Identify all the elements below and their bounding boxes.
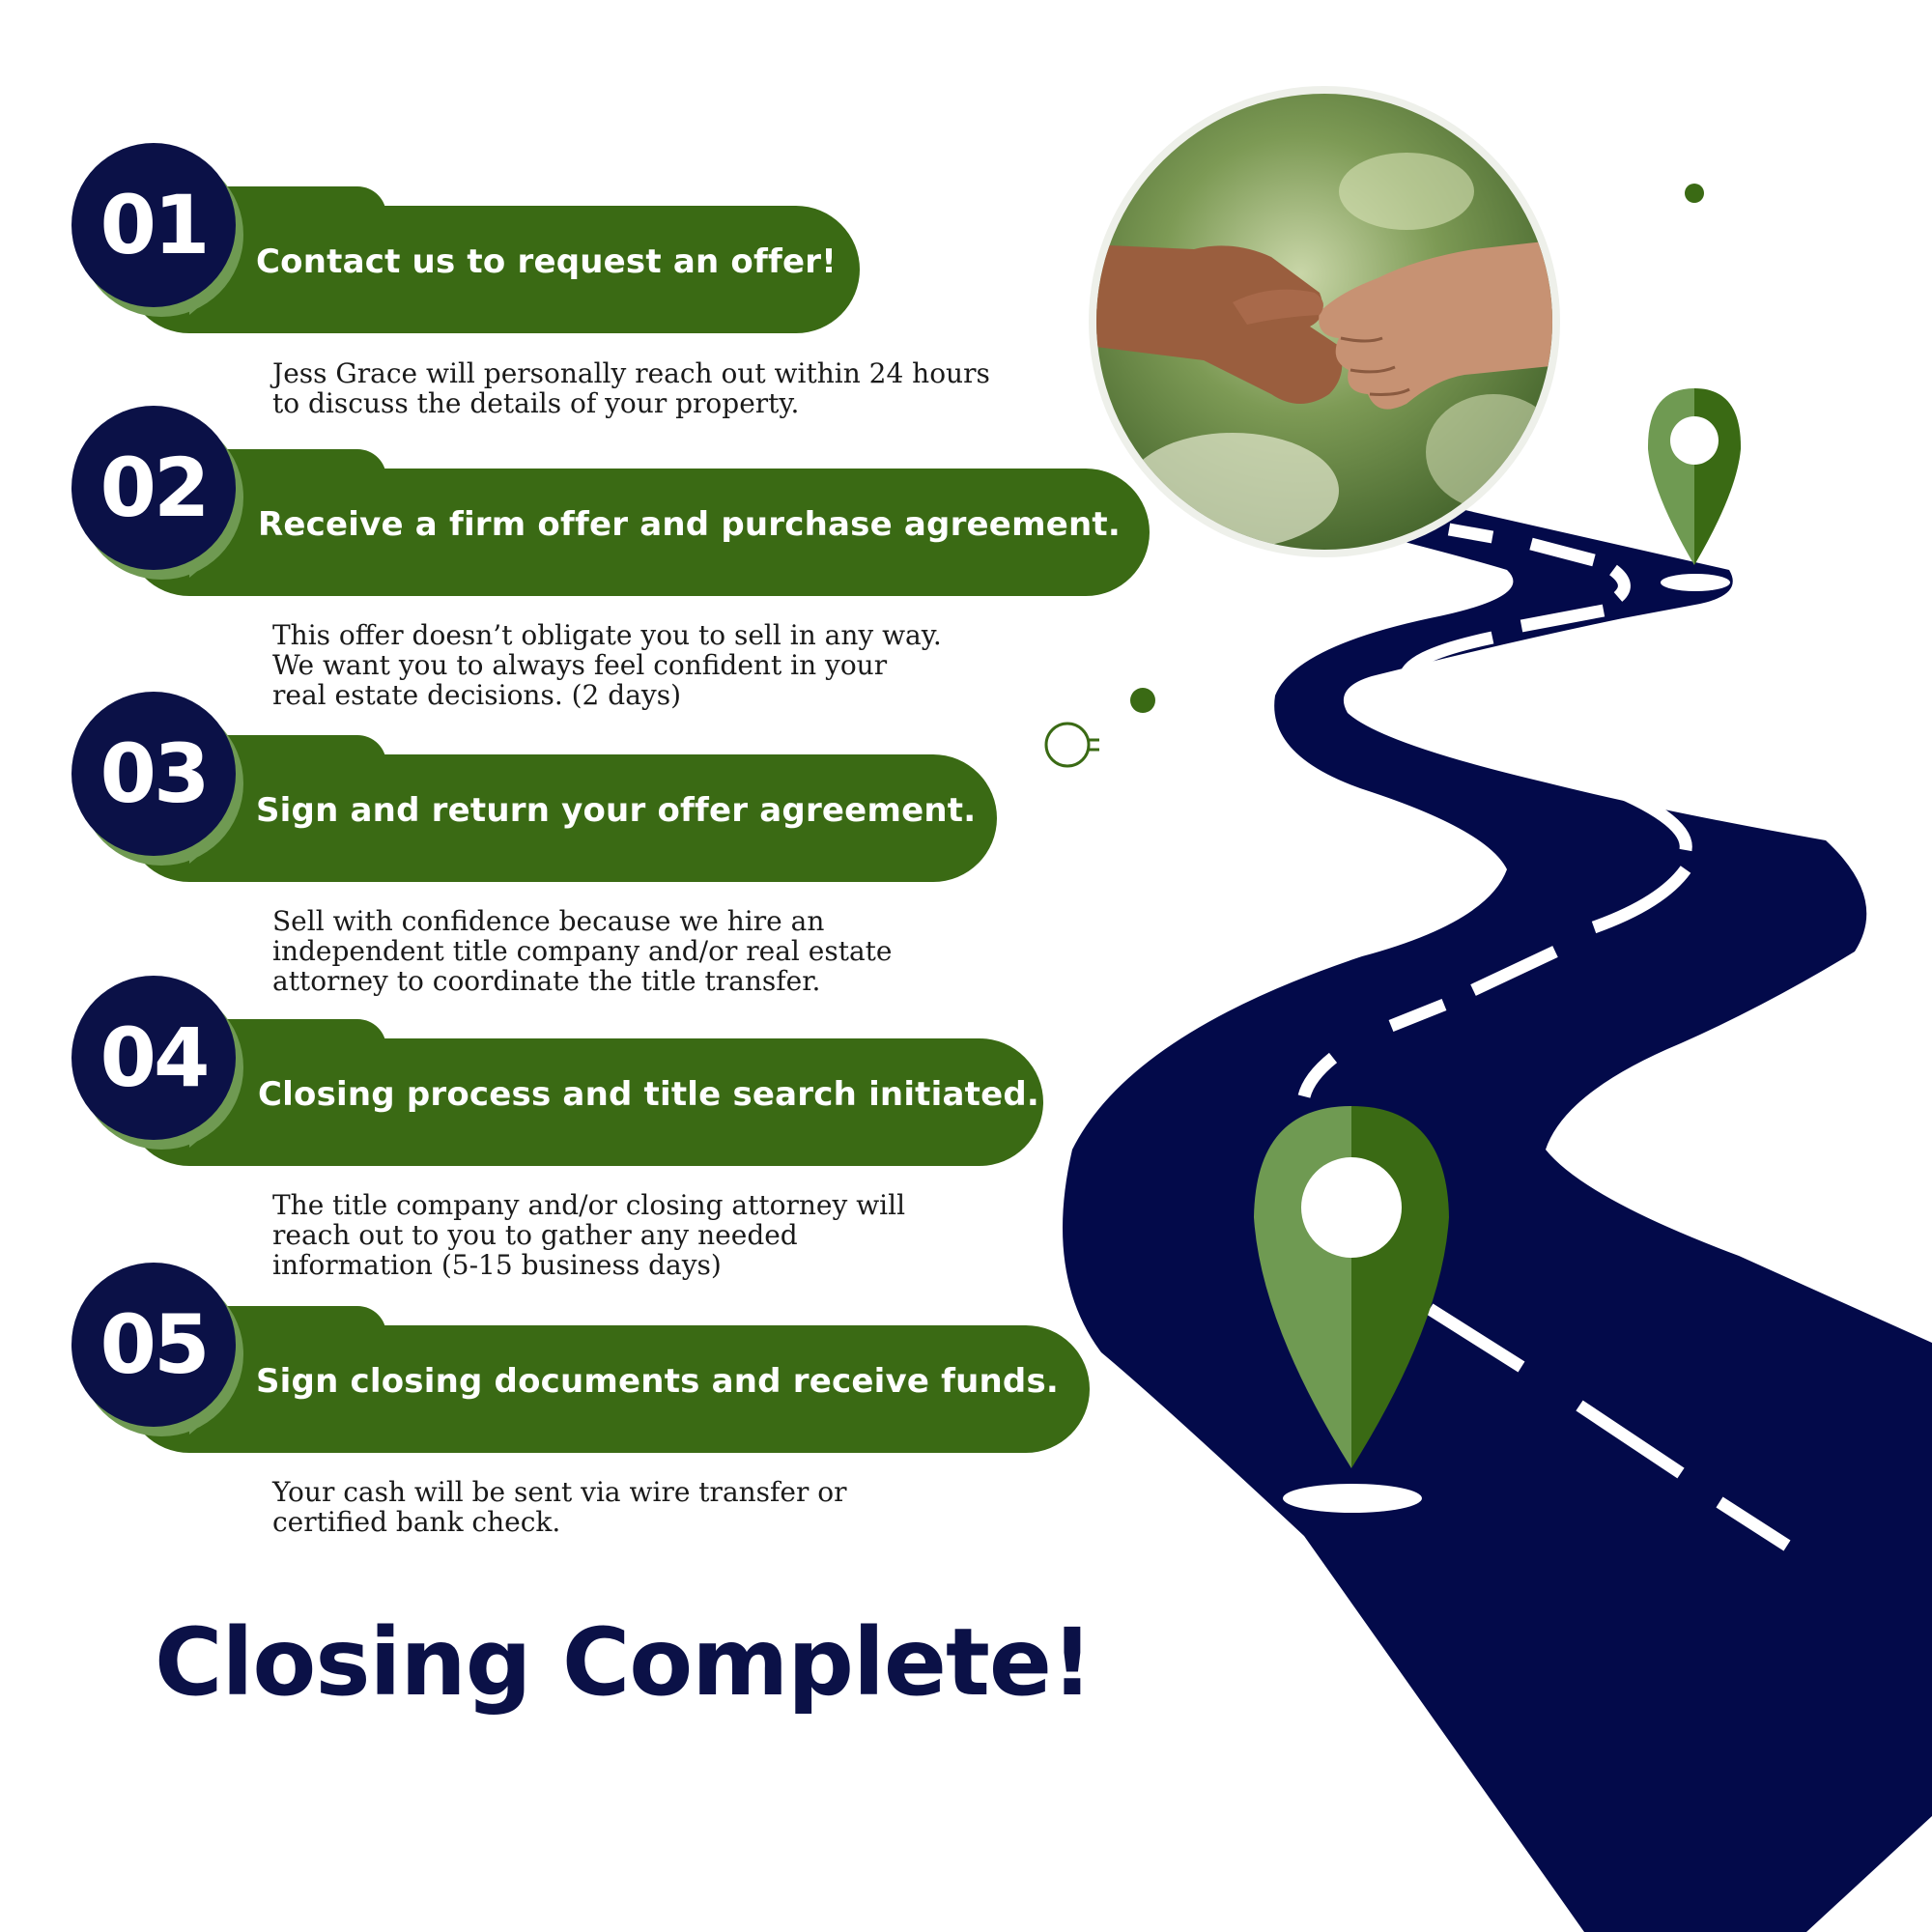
decorative-dot bbox=[1130, 688, 1155, 713]
finger-detail bbox=[1340, 336, 1410, 396]
step-4: 04 Closing process and title search init… bbox=[0, 976, 1159, 1280]
road-dash bbox=[1716, 1496, 1791, 1551]
step-number-badge: 02 bbox=[71, 406, 236, 570]
step-number: 03 bbox=[99, 726, 211, 821]
step-2: 02 Receive a firm offer and purchase agr… bbox=[0, 406, 1159, 710]
road-dash bbox=[1404, 689, 1442, 726]
step-title: Sign closing documents and receive funds… bbox=[256, 1362, 1060, 1401]
road-dash bbox=[1608, 564, 1631, 602]
road-dash bbox=[1591, 866, 1691, 934]
left-arm bbox=[1096, 244, 1343, 404]
road-dash bbox=[1399, 631, 1494, 683]
pin-left-half bbox=[1647, 388, 1694, 565]
thumb bbox=[1233, 289, 1323, 325]
road-dashes bbox=[1297, 523, 1791, 1551]
step-title: Receive a firm offer and purchase agreem… bbox=[258, 505, 1121, 544]
step-banner bbox=[126, 469, 1150, 596]
step-description: Your cash will be sent via wire transfer… bbox=[272, 1476, 847, 1538]
step-banner bbox=[126, 1038, 1043, 1166]
decorative-dot bbox=[1685, 184, 1704, 203]
decorative-ring-icon bbox=[1044, 722, 1099, 768]
road-dash bbox=[1576, 1400, 1685, 1479]
pin-shadow bbox=[1661, 574, 1730, 591]
right-arm bbox=[1319, 240, 1552, 410]
winding-road bbox=[1063, 504, 1932, 1932]
step-number-badge: 05 bbox=[71, 1263, 236, 1427]
step-description: The title company and/or closing attorne… bbox=[272, 1189, 906, 1281]
step-5: 05 Sign closing documents and receive fu… bbox=[0, 1263, 1159, 1552]
step-description: This offer doesn’t obligate you to sell … bbox=[272, 619, 942, 711]
step-3: 03 Sign and return your offer agreement.… bbox=[0, 692, 1159, 996]
step-banner bbox=[126, 206, 860, 333]
step-number: 05 bbox=[99, 1297, 211, 1392]
step-description: Sell with confidence because we hire an … bbox=[272, 905, 893, 997]
pin-shadow bbox=[1283, 1484, 1422, 1513]
pin-right-half bbox=[1694, 388, 1742, 565]
step-title: Sign and return your offer agreement. bbox=[256, 791, 977, 830]
road-dash bbox=[1426, 1303, 1525, 1373]
step-description: Jess Grace will personally reach out wit… bbox=[272, 357, 990, 419]
road-dash bbox=[1447, 523, 1494, 544]
map-pin-icon bbox=[1647, 388, 1742, 591]
step-number: 04 bbox=[99, 1010, 211, 1105]
step-title: Closing process and title search initiat… bbox=[258, 1075, 1039, 1114]
photo-bokeh bbox=[1339, 153, 1474, 230]
step-1: 01 Contact us to request an offer! Jess … bbox=[0, 143, 1159, 433]
closing-complete-heading: Closing Complete! bbox=[155, 1608, 1094, 1717]
road-dash bbox=[1462, 729, 1557, 772]
step-title: Contact us to request an offer! bbox=[256, 242, 837, 281]
step-number-badge: 04 bbox=[71, 976, 236, 1140]
road-dash bbox=[1605, 781, 1692, 852]
step-number-badge: 01 bbox=[71, 143, 236, 307]
road-dash bbox=[1388, 998, 1447, 1033]
road-dash bbox=[1529, 537, 1596, 567]
ring-circle bbox=[1044, 722, 1091, 768]
road-dash bbox=[1470, 946, 1558, 996]
pin-hole bbox=[1301, 1157, 1402, 1258]
pin-hole bbox=[1670, 416, 1719, 465]
step-banner bbox=[126, 754, 997, 882]
step-number: 02 bbox=[99, 440, 211, 535]
handshake-photo bbox=[1089, 86, 1560, 557]
road-dash bbox=[1297, 1052, 1338, 1098]
step-number: 01 bbox=[99, 178, 211, 272]
map-pin-icon bbox=[1254, 1106, 1449, 1513]
step-number-badge: 03 bbox=[71, 692, 236, 856]
step-banner bbox=[126, 1325, 1090, 1453]
road-surface bbox=[1063, 504, 1932, 1932]
road-dash bbox=[1520, 604, 1605, 633]
